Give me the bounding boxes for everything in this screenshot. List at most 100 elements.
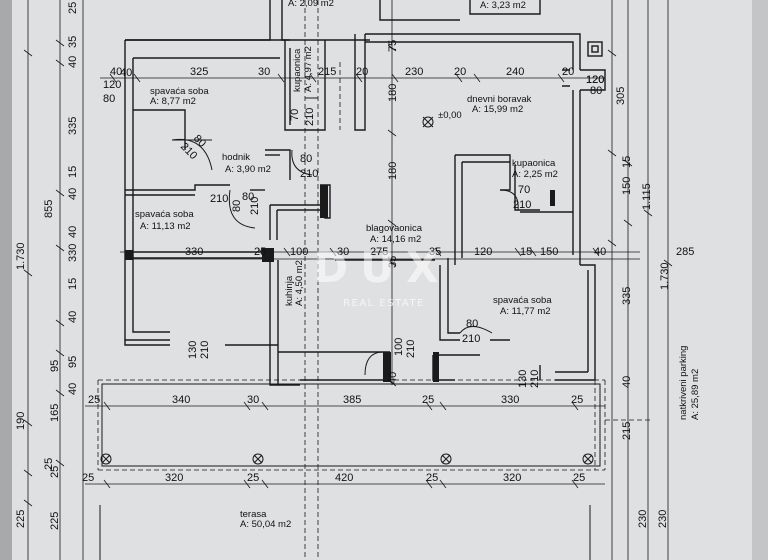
door-label: 210 <box>529 370 541 388</box>
dim-left-11: 25 <box>49 466 61 478</box>
dim-row1-1: 340 <box>172 394 190 406</box>
dim-left-4: 40 <box>67 188 79 200</box>
room-parking-area: A: 25,89 m2 <box>690 369 701 420</box>
room-parking-name: natkriveni parking <box>678 346 689 420</box>
dim-row1-4: 25 <box>422 394 434 406</box>
dim-mid-7: 15 <box>520 246 532 258</box>
dim-left-7: 40 <box>67 311 79 323</box>
dim-top-5: 230 <box>405 66 423 78</box>
dim-row2-1: 320 <box>165 472 183 484</box>
room-hallway-name: hodnik <box>222 152 250 163</box>
dim-right-9: 230 <box>657 510 669 528</box>
dim-top-7: 240 <box>506 66 524 78</box>
dim-row1-6: 25 <box>571 394 583 406</box>
door-label: 210 <box>300 168 318 180</box>
dim-left-5: 330 <box>67 244 79 262</box>
dim-mid-6: 120 <box>474 246 492 258</box>
door-label: 210 <box>199 341 211 359</box>
dim-left-1: 855 <box>43 200 55 218</box>
dim-left-inner-2: 40 <box>120 67 132 79</box>
door-label: 210 <box>462 333 480 345</box>
dim-mid-2: 100 <box>290 246 308 258</box>
dim-center-3: 35 <box>387 256 399 268</box>
room-kitchen-area: A: 4,50 m2 <box>294 260 305 306</box>
dim-top-9: 120 <box>586 74 604 86</box>
door-label: 100 <box>393 338 405 356</box>
room-bathroom-1-area: A: 4,97 m2 <box>303 46 314 92</box>
dim-right-7: 215 <box>621 422 633 440</box>
door-label: 120 <box>586 74 604 86</box>
dim-top-3: 215 <box>318 66 336 78</box>
dim-mid-5: 35 <box>429 246 441 258</box>
dim-row1-2: 30 <box>247 394 259 406</box>
dim-right-3: 1.115 <box>641 183 653 210</box>
dim-left-inner-8: 40 <box>67 383 79 395</box>
dim-left-inner-4: 80 <box>103 93 115 105</box>
dim-row2-4: 25 <box>426 472 438 484</box>
dim-mid-3: 30 <box>337 246 349 258</box>
dim-top-2: 30 <box>258 66 270 78</box>
dim-mid-10: 285 <box>676 246 694 258</box>
watermark-brand: DUX <box>313 243 450 292</box>
dim-mid-9: 40 <box>594 246 606 258</box>
room-bedroom-1-area: A: 8,77 m2 <box>150 96 196 107</box>
dim-left-inner-5: 15 <box>67 166 79 178</box>
room-dining-name: blagovaonica <box>366 223 423 234</box>
watermark-subtitle: REAL ESTATE <box>343 298 425 309</box>
dim-row2-2: 25 <box>247 472 259 484</box>
dim-top-0: 40 <box>110 66 122 78</box>
dim-top-1: 325 <box>190 66 208 78</box>
door-label: 70 <box>518 184 530 196</box>
door-label: 210 <box>304 108 316 126</box>
dim-center-2: 180 <box>387 162 399 180</box>
dim-left-inner-3: 120 <box>103 79 121 91</box>
dim-top-6: 20 <box>454 66 466 78</box>
door-label: 70 <box>289 109 301 121</box>
room-dining-area: A: 14,16 m2 <box>370 234 421 245</box>
room-living-area: A: 15,99 m2 <box>472 104 523 115</box>
dim-left-8: 95 <box>49 360 61 372</box>
dim-right-6: 40 <box>621 376 633 388</box>
room-bathroom-1-name: kupaonica <box>292 48 303 92</box>
dim-row2-6: 25 <box>573 472 585 484</box>
dim-left-2: 40 <box>67 56 79 68</box>
dim-left-12: 225 <box>15 510 27 528</box>
room-terrace-name: terasa <box>240 509 267 520</box>
room-bedroom-2-area: A: 11,13 m2 <box>140 221 191 232</box>
room-kitchen-name: kuhinja <box>284 275 295 306</box>
door-label: 130 <box>187 341 199 359</box>
dim-left-inner-6: 40 <box>67 226 79 238</box>
door-label: 80 <box>231 200 243 212</box>
dim-top-8: 20 <box>562 66 574 78</box>
dim-mid-8: 150 <box>540 246 558 258</box>
dim-left-inner-9: 25 <box>43 458 55 470</box>
dim-row1-0: 25 <box>88 394 100 406</box>
room-bedroom-3-name: spavaća soba <box>493 295 552 306</box>
door-label: 80 <box>466 318 478 330</box>
dim-right-8: 230 <box>637 510 649 528</box>
room-bedroom-1-name: spavaća soba <box>150 86 209 97</box>
dim-left-10: 190 <box>15 412 27 430</box>
door-label: 210 <box>405 340 417 358</box>
dim-left-13: 225 <box>49 512 61 530</box>
dim-left-3: 335 <box>67 117 79 135</box>
dim-left-6: 15 <box>67 278 79 290</box>
dim-center-1: 180 <box>387 84 399 102</box>
dim-right-0: 305 <box>615 87 627 105</box>
dim-left-inner-7: 95 <box>67 356 79 368</box>
room-terrace-area: A: 50,04 m2 <box>240 519 291 530</box>
door-label: 80 <box>242 191 254 203</box>
column-markers <box>100 453 594 465</box>
dim-left-inner-0: 25 <box>67 2 79 14</box>
dim-row2-5: 320 <box>503 472 521 484</box>
dim-right-1: 150 <box>621 177 633 195</box>
top-area-right: A: 3,23 m2 <box>480 0 526 11</box>
dashed-lines <box>97 0 650 560</box>
dim-mid-1: 25 <box>254 246 266 258</box>
terrace-outline <box>99 383 601 560</box>
room-bedroom-3-area: A: 11,77 m2 <box>500 306 551 317</box>
room-living-name: dnevni boravak <box>467 94 532 105</box>
doors <box>171 97 519 376</box>
